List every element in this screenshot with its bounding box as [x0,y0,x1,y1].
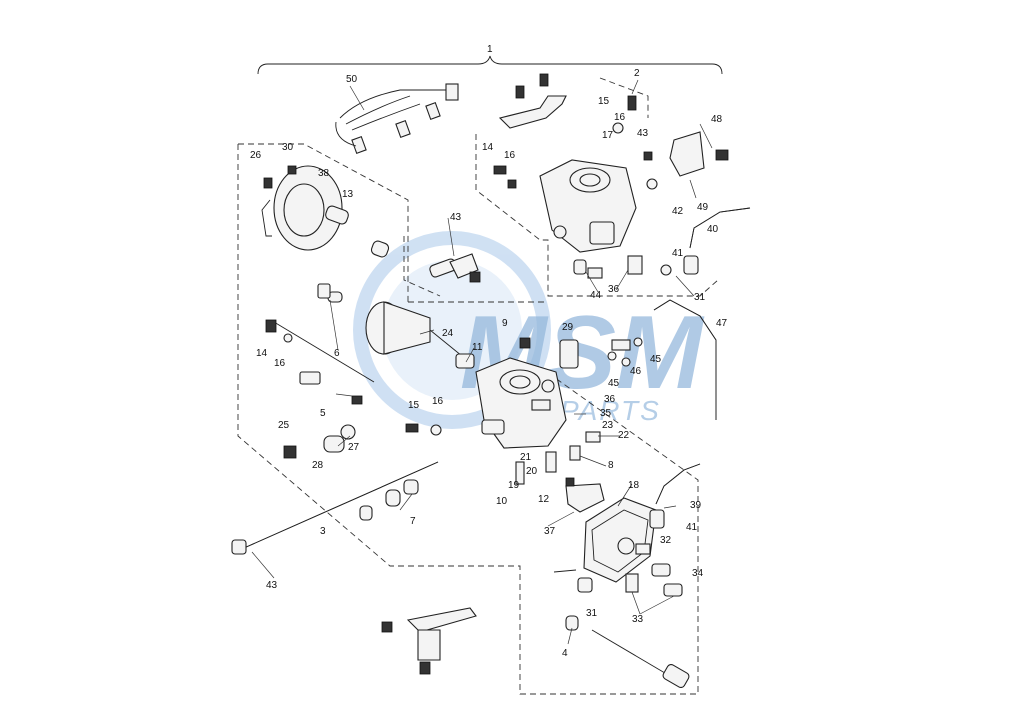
part-number-label: 38 [318,168,330,179]
part-number-label: 7 [410,516,416,527]
wire-harness-part [335,83,459,154]
part-number-label: 41 [686,522,698,533]
part-number-label: 15 [598,96,610,107]
part-number-label: 1 [487,44,493,55]
part-number-label: 14 [482,142,494,153]
part-number-label: 26 [250,150,262,161]
part-number-label: 8 [608,460,614,471]
part-number-label: 2 [634,68,640,79]
part-number-label: 11 [472,342,483,353]
part-number-label: 45 [650,354,662,365]
part-number-label: 19 [508,480,520,491]
part-number-label: 31 [586,608,598,619]
part-number-label: 16 [614,112,626,123]
part-number-label: 22 [618,430,630,441]
part-number-label: 27 [348,442,360,453]
part-number-label: 20 [526,466,538,477]
watermark-logo: MSM PARTS [353,231,705,429]
part-number-label: 43 [450,212,462,223]
part-number-label: 36 [604,394,616,405]
hose-parts [649,207,751,529]
part-number-label: 31 [694,292,706,303]
diaphragm-cover-part [261,165,343,251]
part-number-label: 41 [672,248,684,259]
part-number-label: 43 [637,128,649,139]
part-number-label: 39 [690,500,702,511]
part-number-label: 46 [630,366,642,377]
part-number-label: 32 [660,535,672,546]
part-number-label: 4 [562,648,568,659]
part-number-label: 34 [692,568,704,579]
part-number-label: 29 [562,322,574,333]
part-number-label: 49 [697,202,709,213]
part-number-label: 43 [266,580,278,591]
part-number-label: 35 [600,408,612,419]
part-number-label: 16 [504,150,516,161]
part-number-label: 16 [432,396,444,407]
part-number-label: 6 [334,348,340,359]
part-number-label: 3 [320,526,326,537]
rod-parts [231,321,690,689]
part-number-label: 5 [320,408,326,419]
part-number-label: 10 [496,496,508,507]
part-number-label: 9 [502,318,508,329]
part-number-label: 13 [342,189,354,200]
part-number-label: 50 [346,74,358,85]
assembly-brace [257,55,723,75]
part-number-label: 17 [602,130,614,141]
watermark-sub-text: PARTS [560,395,661,426]
part-number-label: 25 [278,420,290,431]
part-number-label: 40 [707,224,719,235]
part-number-label: 42 [672,206,684,217]
part-number-label: 45 [608,378,620,389]
part-number-label: 48 [711,114,723,125]
spring-parts [323,205,457,453]
leader-lines [251,79,713,645]
float-bowl-part [583,497,657,583]
part-number-label: 21 [520,452,532,463]
part-number-label: 33 [632,614,644,625]
part-number-label: 28 [312,460,324,471]
part-number-label: 12 [538,494,550,505]
part-number-label: 15 [408,400,420,411]
part-number-label: 37 [544,526,556,537]
part-number-label: 30 [282,142,294,153]
part-number-label: 14 [256,348,268,359]
group-outlines [237,77,719,695]
part-number-label: 23 [602,420,614,431]
small-fastener-parts [265,73,729,675]
part-number-label: 24 [442,328,454,339]
part-number-label: 18 [628,480,640,491]
upper-carburetor-body [539,159,637,253]
main-carburetor-body [475,357,567,449]
piston-valve-part [365,301,463,357]
part-number-label: 44 [590,290,602,301]
part-number-label: 47 [716,318,728,329]
part-number-label: 16 [274,358,286,369]
part-number-label: 36 [608,284,620,295]
